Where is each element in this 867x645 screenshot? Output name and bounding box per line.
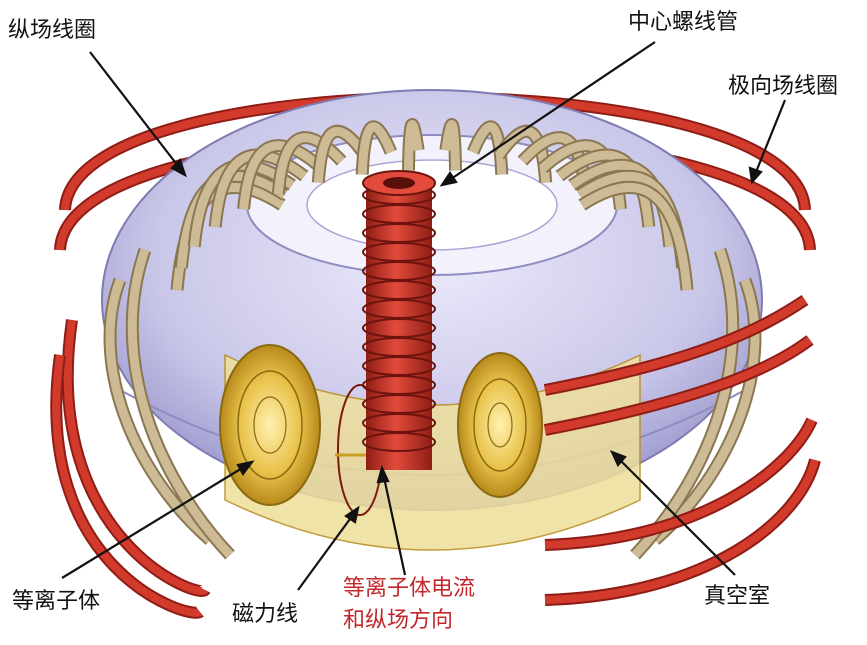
solenoid-ring xyxy=(362,432,436,452)
tf-coil-loop xyxy=(239,141,325,210)
central-solenoid-shape xyxy=(362,170,436,470)
solenoid-bore xyxy=(383,177,415,189)
tf-coil-loop xyxy=(313,126,369,183)
label-plasma: 等离子体 xyxy=(12,589,101,614)
tf-coil-loop xyxy=(631,248,738,559)
tf-coil-loop xyxy=(441,120,461,171)
label-field-line: 磁力线 xyxy=(232,602,299,627)
label-plasma-current-1: 等离子体电流 xyxy=(343,576,476,601)
tf-coil-loop xyxy=(105,278,213,544)
pf-coil-lower-front xyxy=(50,295,821,619)
label-pf-coil: 极向场线圈 xyxy=(728,74,839,99)
tf-coil-loop xyxy=(273,133,345,195)
tf-coil-loop xyxy=(468,122,507,175)
tf-coil-loop xyxy=(556,150,654,228)
tf-coil-loop xyxy=(652,278,760,544)
tf-coil-loop xyxy=(357,122,396,175)
tf-coils xyxy=(103,118,762,560)
tf-coil-loop xyxy=(127,248,234,559)
label-tf-coil: 纵场线圈 xyxy=(8,18,97,43)
solenoid-body xyxy=(366,185,432,470)
label-vacuum-vessel: 真空室 xyxy=(704,584,771,609)
tf-coil-loop xyxy=(403,120,423,171)
tf-coil-loop xyxy=(579,183,692,291)
label-plasma-current-2: 和纵场方向 xyxy=(343,608,454,633)
label-central-solenoid: 中心螺线管 xyxy=(628,10,739,35)
leader-arrows xyxy=(61,41,787,591)
